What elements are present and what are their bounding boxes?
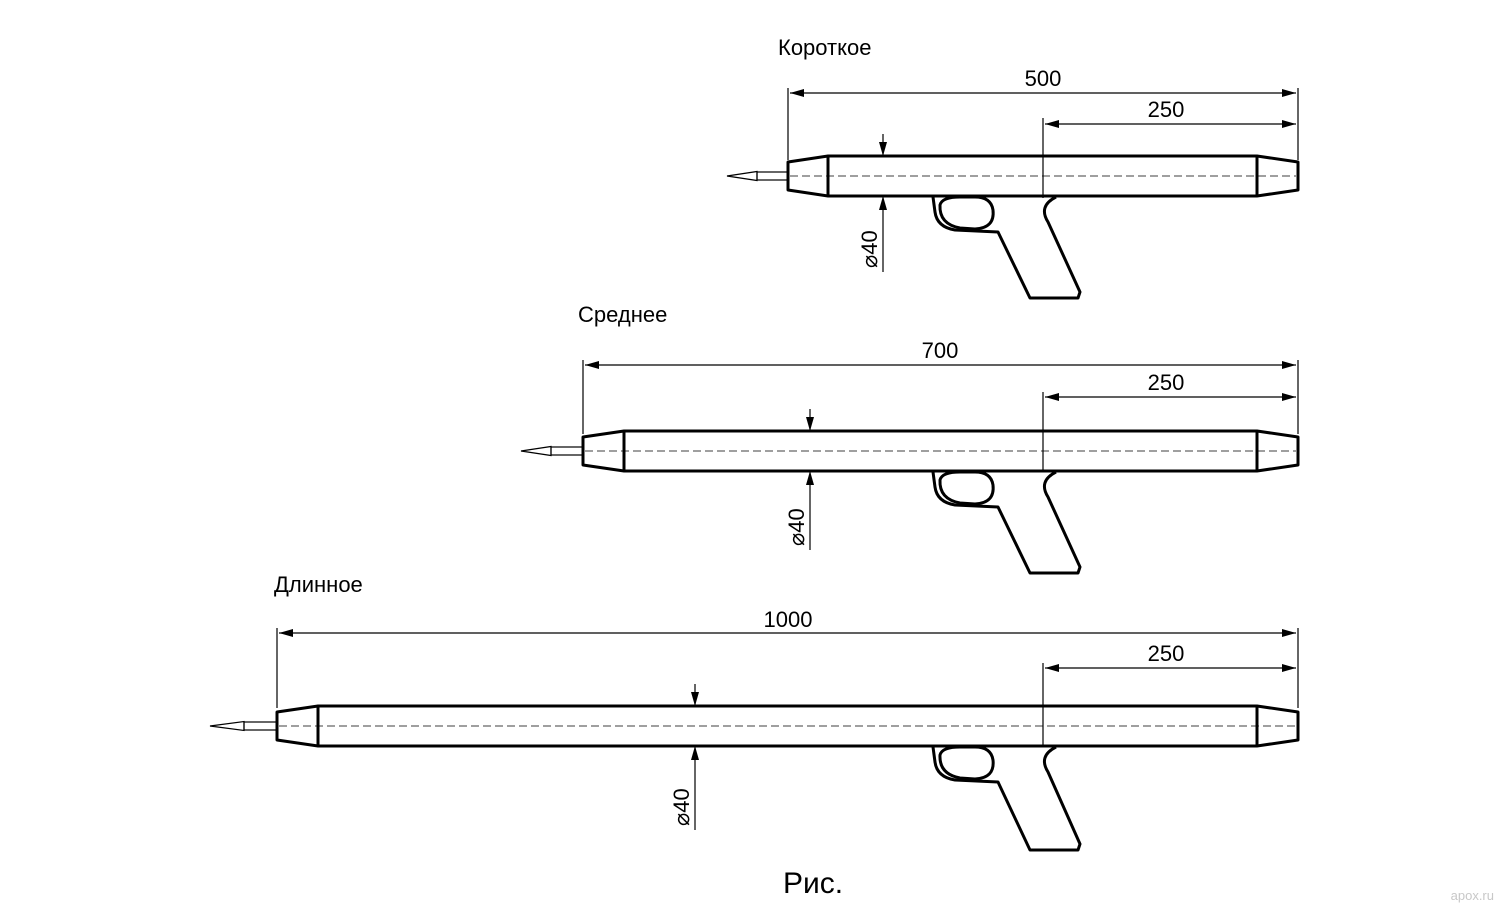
dim-rear-value: 250 bbox=[1148, 370, 1185, 395]
dim-length-value: 700 bbox=[922, 338, 959, 363]
barrel-long bbox=[275, 704, 1300, 748]
dim-length-value: 500 bbox=[1025, 66, 1062, 91]
diameter-symbol: ⌀ bbox=[669, 813, 694, 826]
spear-tip-long bbox=[209, 720, 278, 732]
diameter-symbol: ⌀ bbox=[784, 533, 809, 546]
dim-rear-medium: 250 bbox=[1042, 370, 1296, 472]
dim-length-long: 1000 bbox=[276, 607, 1299, 708]
gun-long: Длинное 1000 250 bbox=[209, 572, 1300, 852]
gun-label-medium: Среднее bbox=[578, 302, 667, 327]
spear-tip-medium bbox=[520, 445, 584, 457]
dim-diameter-medium: ⌀40 bbox=[784, 409, 814, 550]
watermark: apox.ru bbox=[1451, 888, 1494, 903]
dim-diameter-value: ⌀40 bbox=[784, 508, 809, 546]
dim-rear-value: 250 bbox=[1148, 641, 1185, 666]
grip-long bbox=[931, 745, 1082, 852]
dim-length-medium: 700 bbox=[582, 338, 1299, 434]
gun-medium: Среднее 700 250 bbox=[520, 302, 1300, 575]
barrel-medium bbox=[581, 429, 1300, 473]
figure-caption: Рис. bbox=[783, 867, 843, 900]
dim-length-short: 500 bbox=[787, 66, 1299, 160]
dim-length-value: 1000 bbox=[764, 607, 813, 632]
diameter-symbol: ⌀ bbox=[857, 255, 882, 268]
dim-rear-short: 250 bbox=[1042, 97, 1296, 198]
grip-medium bbox=[931, 470, 1082, 575]
gun-label-short: Короткое bbox=[778, 35, 871, 60]
dim-diameter-short: ⌀40 bbox=[857, 134, 887, 272]
gun-label-long: Длинное bbox=[274, 572, 363, 597]
dim-diameter-value: ⌀40 bbox=[669, 788, 694, 826]
dim-diameter-long: ⌀40 bbox=[669, 684, 699, 830]
barrel-short bbox=[786, 154, 1300, 198]
dim-diameter-value: ⌀40 bbox=[857, 230, 882, 268]
dim-rear-value: 250 bbox=[1148, 97, 1185, 122]
dim-rear-long: 250 bbox=[1042, 641, 1296, 746]
spear-tip-short bbox=[726, 170, 789, 182]
grip-short bbox=[931, 195, 1082, 300]
gun-short: Короткое 500 250 bbox=[726, 35, 1300, 300]
